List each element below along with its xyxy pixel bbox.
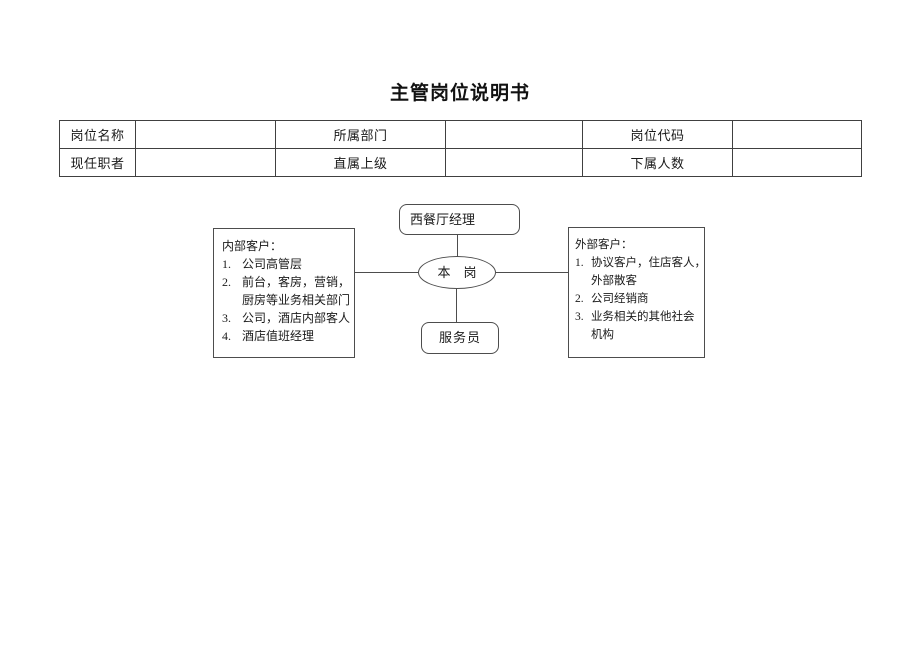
- connector-left: [354, 272, 418, 273]
- item-text: 公司，酒店内部客人: [242, 311, 351, 325]
- list-item: 3. 公司，酒店内部客人: [222, 309, 350, 327]
- item-text: 酒店值班经理: [242, 329, 315, 343]
- item-number: 2.: [575, 293, 584, 305]
- table-row: 现任职者 直属上级 下属人数: [59, 148, 862, 177]
- item-number: 3.: [222, 311, 231, 325]
- item-text: 前台，客房，营销， 厨房等业务相关部门: [242, 275, 351, 307]
- field-label-direct-supervisor: 直属上级: [275, 148, 446, 177]
- field-value-position-code[interactable]: [732, 120, 862, 149]
- item-number: 1.: [575, 257, 584, 269]
- external-customers-box: 外部客户： 1. 协议客户，住店客人， 外部散客 2. 公司经销商 3. 业务相…: [568, 227, 706, 358]
- page-title: 主管岗位说明书: [389, 83, 530, 104]
- connector-bottom: [456, 289, 457, 323]
- connector-right: [496, 272, 568, 273]
- item-text: 业务相关的其他社会 机构: [591, 311, 695, 341]
- field-label-department: 所属部门: [275, 120, 446, 149]
- list-item: 1. 公司高管层: [222, 255, 350, 273]
- internal-customers-box: 内部客户： 1. 公司高管层 2. 前台，客房，营销， 厨房等业务相关部门 3.…: [213, 228, 355, 358]
- field-label-position-name: 岗位名称: [59, 120, 136, 149]
- list-item: 1. 协议客户，住店客人， 外部散客: [575, 254, 706, 290]
- field-value-direct-supervisor[interactable]: [445, 148, 583, 177]
- list-item: 3. 业务相关的其他社会 机构: [575, 308, 702, 344]
- item-number: 3.: [575, 311, 584, 323]
- manager-node: 西餐厅经理: [399, 204, 520, 235]
- item-number: 2.: [222, 275, 231, 289]
- field-value-department[interactable]: [445, 120, 583, 149]
- this-position-node: 本 岗: [418, 256, 496, 289]
- staff-node: 服务员: [421, 322, 499, 354]
- field-label-incumbent: 现任职者: [59, 148, 136, 177]
- field-label-subordinate-count: 下属人数: [582, 148, 733, 177]
- connector-top: [457, 235, 458, 257]
- internal-customers-heading: 内部客户：: [222, 239, 283, 253]
- item-text: 协议客户，住店客人， 外部散客: [591, 257, 706, 287]
- position-info-table: 岗位名称 所属部门 岗位代码 现任职者 直属上级 下属人数: [59, 120, 862, 177]
- list-item: 2. 公司经销商: [575, 290, 702, 308]
- field-value-incumbent[interactable]: [135, 148, 276, 177]
- list-item: 4. 酒店值班经理: [222, 327, 350, 345]
- item-text: 公司高管层: [242, 257, 303, 271]
- item-text: 公司经销商: [591, 293, 649, 305]
- item-number: 4.: [222, 329, 231, 343]
- item-number: 1.: [222, 257, 231, 271]
- list-item: 2. 前台，客房，营销， 厨房等业务相关部门: [222, 273, 350, 309]
- external-customers-heading: 外部客户：: [575, 239, 633, 251]
- field-value-subordinate-count[interactable]: [732, 148, 862, 177]
- table-row: 岗位名称 所属部门 岗位代码: [59, 120, 862, 149]
